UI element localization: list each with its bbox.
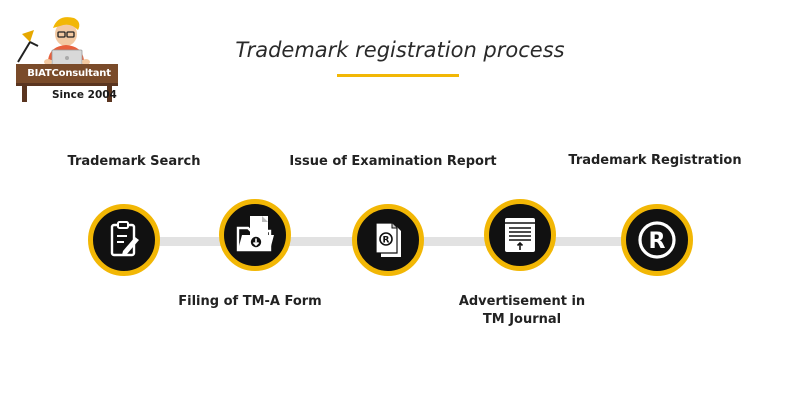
step-2-circle [219, 199, 291, 271]
registered-documents-icon: R [357, 209, 419, 271]
step-5-circle: R [621, 204, 693, 276]
step-3-label: Issue of Examination Report [278, 153, 508, 171]
step-2-label: Filing of TM-A Form [160, 293, 340, 311]
page-title: Trademark registration process [200, 38, 600, 62]
journal-upload-icon [489, 204, 551, 266]
step-1-circle [88, 204, 160, 276]
step-5-label: Trademark Registration [560, 152, 750, 170]
brand-name: BIATConsultant [22, 68, 116, 79]
step-4-circle [484, 199, 556, 271]
registered-mark-icon: R [626, 209, 688, 271]
step-1-label: Trademark Search [44, 153, 224, 171]
step-4-label: Advertisement in TM Journal [432, 293, 612, 329]
svg-text:R: R [649, 229, 666, 254]
svg-text:R: R [383, 236, 390, 246]
folder-download-icon [224, 204, 286, 266]
title-underline [337, 74, 459, 77]
clipboard-pen-icon [93, 209, 155, 271]
brand-since: Since 2004 [52, 89, 122, 101]
brand-logo: BIATConsultant Since 2004 [8, 12, 120, 104]
step-3-circle: R [352, 204, 424, 276]
